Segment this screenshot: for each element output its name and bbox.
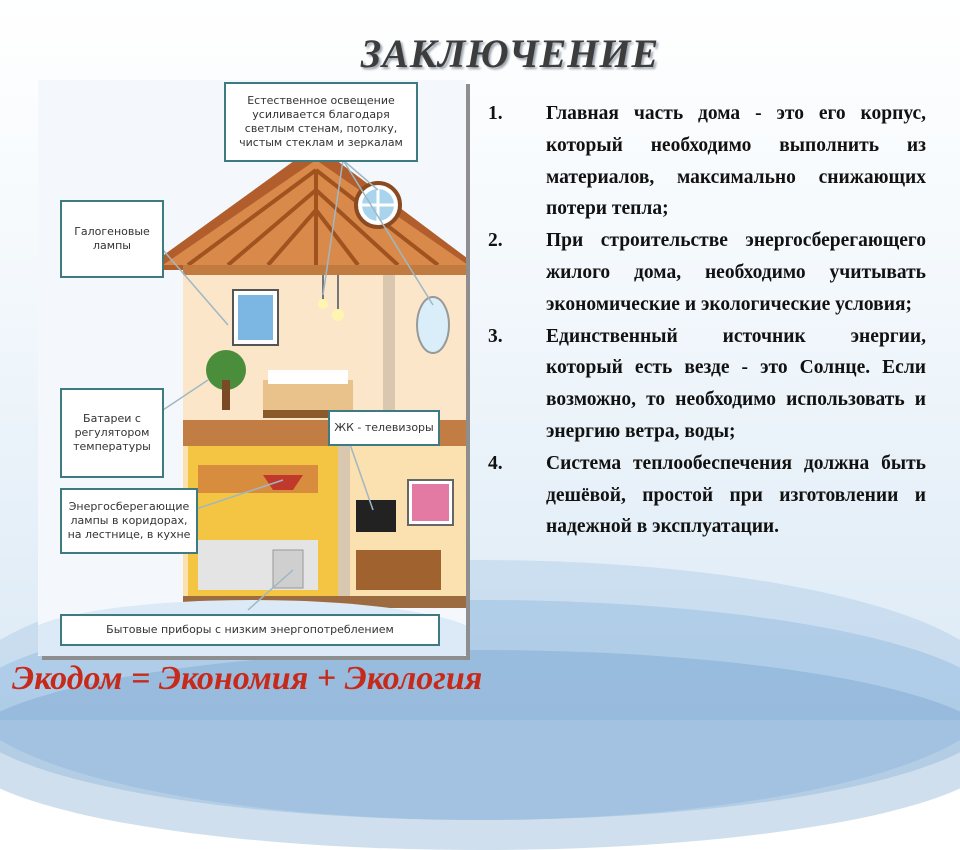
house-illustration: Естественное освещение усиливается благо… bbox=[38, 80, 466, 656]
list-item-number: 2. bbox=[488, 230, 503, 252]
callout-appliances: Бытовые приборы с низким энергопотреблен… bbox=[60, 614, 440, 646]
list-item-text: Главная часть дома - это его корпус, кот… bbox=[546, 103, 926, 220]
callout-batteries: Батареи с регулятором температуры bbox=[60, 388, 164, 478]
house-drawing bbox=[38, 80, 466, 656]
list-item-text: При строительстве энергосберегающего жил… bbox=[546, 230, 926, 315]
slide-title: ЗАКЛЮЧЕНИЕ bbox=[360, 31, 660, 76]
list-item: 2. При строительстве энергосберегающего … bbox=[486, 225, 926, 320]
list-item-number: 1. bbox=[488, 103, 503, 124]
list-item: 3. Единственный источник энергии, которы… bbox=[486, 321, 926, 448]
conclusion-list: 1. Главная часть дома - это его корпус, … bbox=[486, 98, 926, 543]
callout-natural-light: Естественное освещение усиливается благо… bbox=[224, 82, 418, 162]
callout-lcd-tv: ЖК - телевизоры bbox=[328, 410, 440, 446]
list-item: 4. Система теплообеспечения должна быть … bbox=[486, 448, 926, 543]
list-item-text: Единственный источник энергии, который е… bbox=[546, 325, 926, 442]
footer-slogan: Экодом = Экономия + Экология bbox=[12, 660, 483, 697]
list-item: 1. Главная часть дома - это его корпус, … bbox=[486, 98, 926, 225]
list-item-number: 3. bbox=[488, 325, 503, 347]
callout-halogen-lamps: Галогеновые лампы bbox=[60, 200, 164, 278]
callout-energy-lamps: Энергосберегающие лампы в коридорах, на … bbox=[60, 488, 198, 554]
list-item-number: 4. bbox=[488, 452, 503, 474]
list-item-text: Система теплообеспечения должна быть деш… bbox=[546, 452, 926, 538]
